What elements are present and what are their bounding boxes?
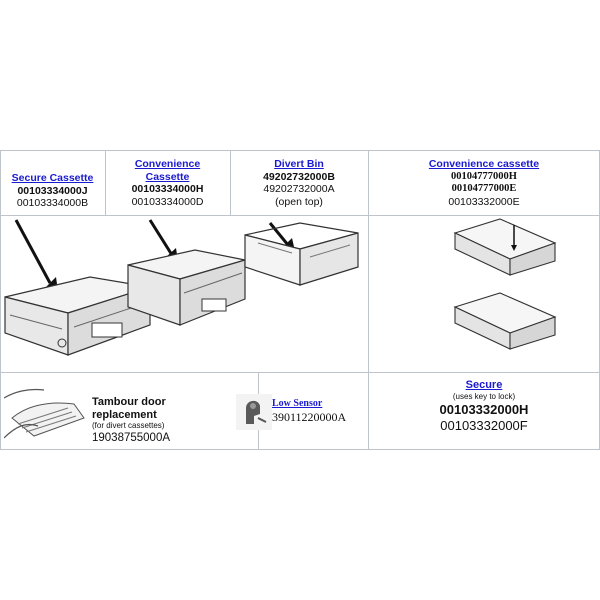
- table-rule: [230, 150, 231, 215]
- note: (open top): [275, 195, 323, 208]
- part-number: 19038755000A: [92, 432, 171, 444]
- tambour-door-cell: Tambour door replacement (for divert cas…: [92, 396, 252, 445]
- part-number: 00103334000J: [17, 184, 88, 197]
- tambour-title: Tambour door: [92, 396, 166, 408]
- part-number: 00103334000D: [131, 195, 204, 208]
- part-number: 00103334000H: [131, 183, 204, 195]
- secure-cassette-header: Secure Cassette 00103334000J 00103334000…: [0, 172, 105, 210]
- note: (for divert cassettes): [92, 421, 165, 430]
- tambour-door-illustration: [4, 388, 85, 439]
- low-sensor-icon: [236, 394, 272, 430]
- table-rule: [0, 449, 600, 450]
- part-number: 39011220000A: [272, 410, 347, 424]
- table-rule: [368, 150, 369, 450]
- secure-cell: Secure (uses key to lock) 00103332000H 0…: [368, 379, 600, 434]
- table-rule: [0, 150, 1, 450]
- part-number: 00104777000E: [451, 183, 517, 194]
- table-rule: [0, 372, 600, 373]
- note: (uses key to lock): [452, 391, 516, 401]
- divert-bin-link[interactable]: Divert Bin: [274, 158, 324, 170]
- tambour-title: replacement: [92, 408, 157, 421]
- part-number: 00104777000H: [451, 170, 517, 182]
- convenience-cassette-link[interactable]: Convenience Cassette: [105, 158, 230, 183]
- divert-bin-header: Divert Bin 49202732000B 49202732000A (op…: [230, 158, 368, 208]
- link-line: Convenience: [134, 158, 201, 170]
- table-rule: [105, 150, 106, 215]
- low-sensor-link[interactable]: Low Sensor: [272, 398, 323, 409]
- secure-link[interactable]: Secure: [465, 379, 503, 391]
- part-number: 49202732000A: [263, 183, 335, 195]
- cassettes-illustration: [4, 219, 359, 356]
- part-number: 00103332000E: [448, 195, 520, 208]
- convenience-cassette-2-link[interactable]: Convenience cassette: [428, 158, 540, 170]
- part-number: 00103332000H: [439, 401, 529, 417]
- link-line: Cassette: [145, 170, 190, 183]
- convenience-cassettes-illustration: [453, 218, 557, 350]
- table-rule: [0, 215, 600, 216]
- table-rule: [0, 150, 600, 151]
- convenience-cassette-2-header: Convenience cassette 00104777000H 001047…: [368, 158, 600, 208]
- secure-cassette-link[interactable]: Secure Cassette: [11, 172, 94, 184]
- convenience-cassette-header: Convenience Cassette 00103334000H 001033…: [105, 158, 230, 208]
- part-number: 00103332000F: [440, 417, 528, 433]
- part-number: 49202732000B: [263, 170, 335, 183]
- part-number: 00103334000B: [16, 197, 89, 209]
- low-sensor-cell: Low Sensor 39011220000A: [272, 397, 368, 424]
